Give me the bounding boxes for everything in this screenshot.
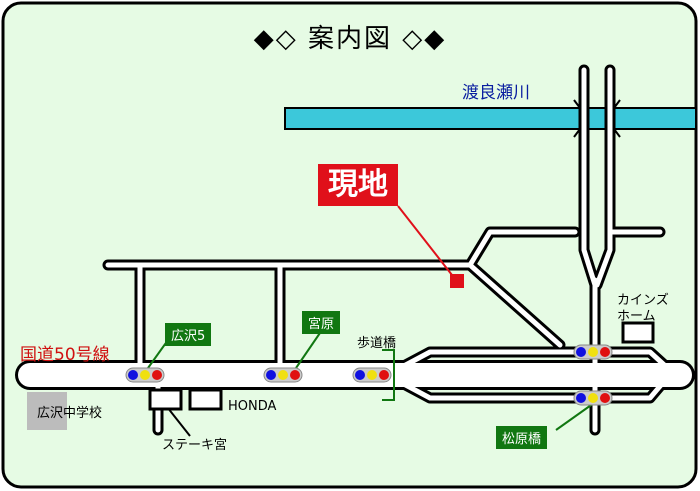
signal-lamp: [266, 370, 276, 380]
river: [284, 107, 697, 130]
signal-lamp: [576, 347, 586, 357]
school-block: [27, 392, 67, 430]
signal-lamp: [355, 370, 365, 380]
signal-pointers: [147, 329, 595, 431]
bridge-marks: [573, 99, 621, 138]
signal-lamp: [128, 370, 138, 380]
buildings: [148, 321, 655, 411]
signal-lamp: [140, 370, 150, 380]
river-label: 渡良瀬川: [462, 83, 530, 103]
signal-lamp: [588, 347, 598, 357]
signal-label-hirosawa5: 広沢5: [165, 323, 212, 346]
signal-lamp: [588, 393, 598, 403]
signal-label-matsubarabashi: 松原橋: [496, 426, 548, 449]
signal-lamp: [379, 370, 389, 380]
honda-label: HONDA: [228, 399, 277, 414]
page-title: ◆◇ 案内図 ◇◆: [253, 24, 447, 54]
footbridge-bracket: [382, 349, 395, 401]
signal-lamp: [367, 370, 377, 380]
traffic-signal-icon: [352, 367, 392, 383]
footbridge-label: 歩道橋: [357, 336, 397, 351]
site-label: 現地: [318, 164, 398, 206]
signal-lamp: [290, 370, 300, 380]
site-marker: [450, 274, 464, 288]
site-pointer: [397, 205, 453, 276]
signal-lamp: [600, 393, 610, 403]
school-label: 広沢中学校: [37, 406, 103, 421]
signal-label-miyahara: 宮原: [302, 311, 341, 334]
steak-label: ステーキ宮: [162, 438, 228, 453]
traffic-signals: [125, 344, 613, 406]
signal-lamp: [600, 347, 610, 357]
cainz-label-1: カインズ: [617, 293, 669, 308]
signal-lamp: [152, 370, 162, 380]
traffic-signal-icon: [573, 344, 613, 360]
traffic-signal-icon: [125, 367, 165, 383]
signal-lamp: [576, 393, 586, 403]
cainz-label-2: ホーム: [617, 309, 656, 324]
signal-lamp: [278, 370, 288, 380]
traffic-signal-icon: [573, 390, 613, 406]
route-label: 国道50号線: [20, 345, 110, 365]
traffic-signal-icon: [263, 367, 303, 383]
